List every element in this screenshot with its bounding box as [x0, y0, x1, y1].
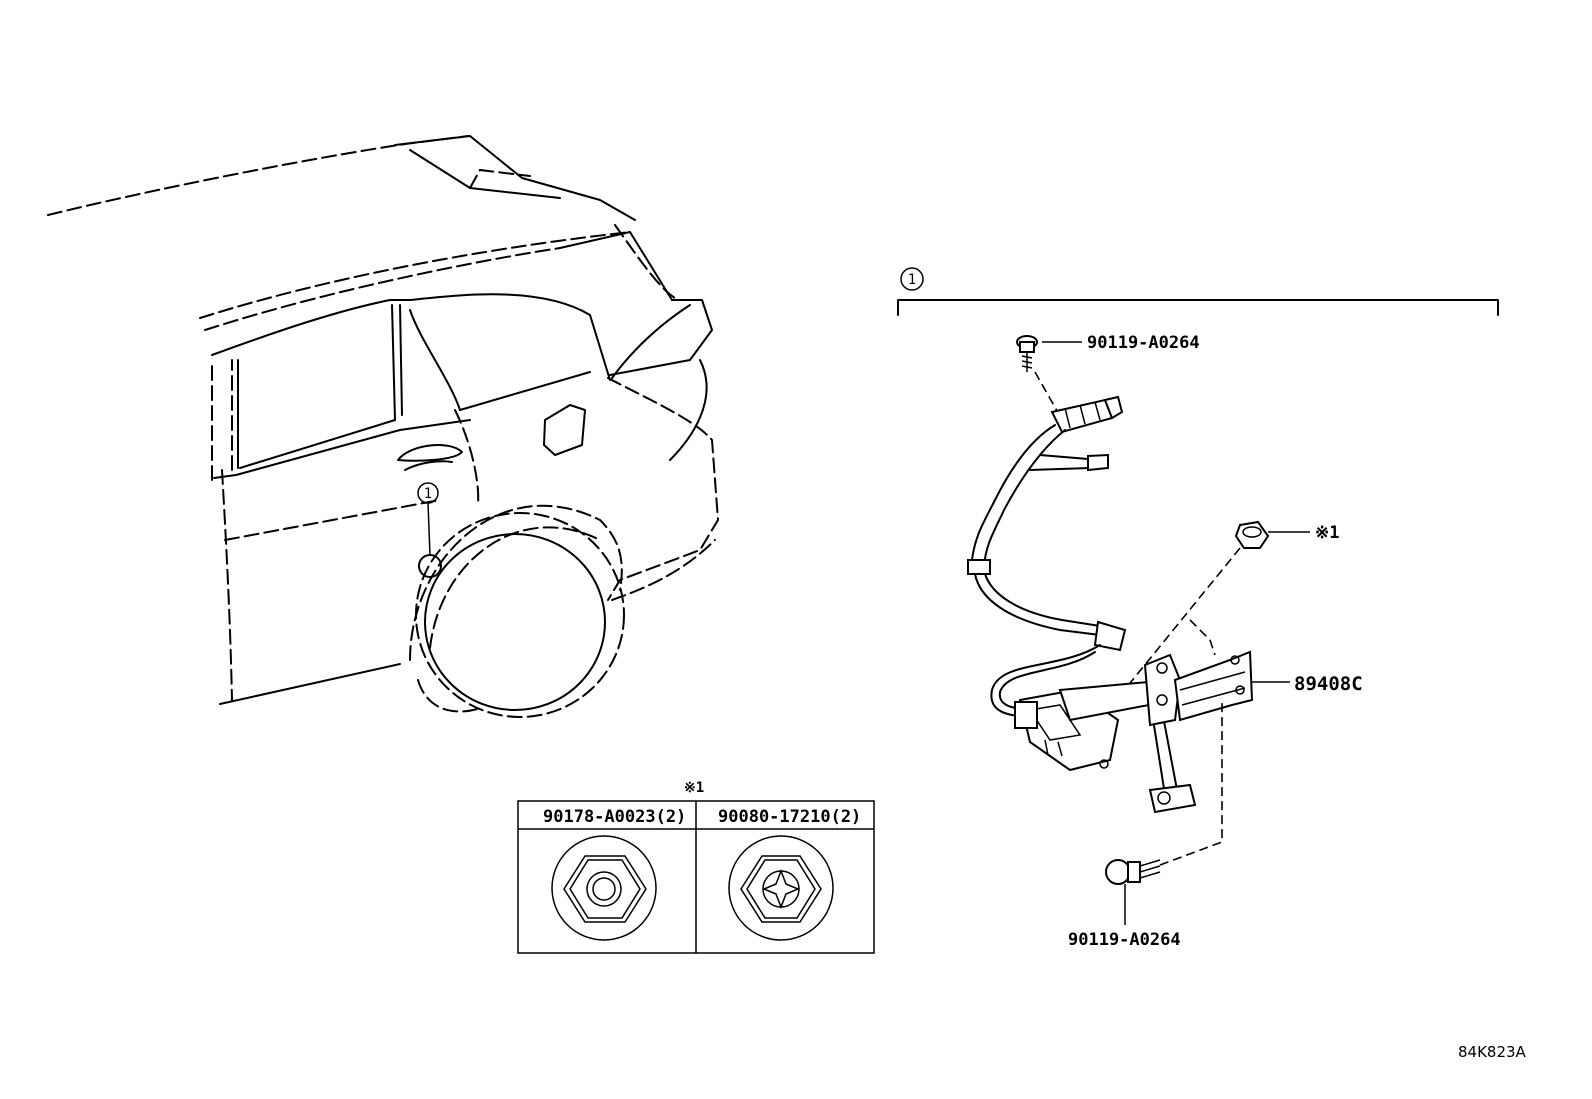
height-sensor-icon	[1014, 650, 1254, 814]
table-header-col1: 90178-A0023(2)	[543, 807, 686, 827]
bolt-bottom-icon	[1105, 859, 1161, 885]
part-label-bolt-top: 90119-A0264	[1087, 333, 1200, 353]
sensor-location-marker	[418, 554, 442, 578]
part-label-bolt-bottom: 90119-A0264	[1068, 930, 1181, 950]
nut-icon	[1234, 520, 1270, 549]
flange-nut-icon	[551, 835, 657, 941]
table-header-col2: 90080-17210(2)	[718, 807, 861, 827]
diagram-id: 84K823A	[1458, 1043, 1527, 1061]
bolt-top-icon	[1016, 335, 1038, 372]
hardware-table: ※1 90178-A0023(2) 90080-17210(2)	[517, 780, 875, 954]
note-mark-table: ※1	[684, 780, 704, 796]
lock-nut-icon	[728, 835, 834, 941]
vehicle-callout-number: 1	[424, 486, 432, 502]
vehicle-outline	[47, 135, 720, 718]
assembly-callout-number: 1	[908, 272, 916, 288]
wiring-harness	[967, 395, 1127, 717]
vehicle-callout: 1	[417, 482, 442, 578]
part-label-sensor: 89408C	[1294, 673, 1363, 695]
assembly-bracket: 1	[897, 267, 1499, 316]
note-mark-nut: ※1	[1315, 523, 1339, 543]
